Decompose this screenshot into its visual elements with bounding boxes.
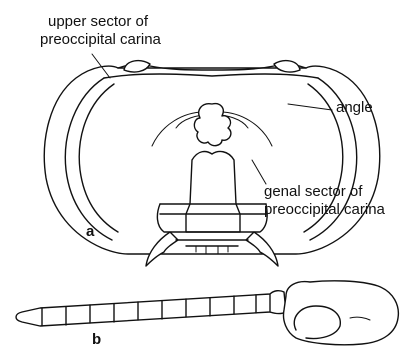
leader-angle (288, 104, 332, 110)
label-genal-sector-2: preoccipital carina (264, 201, 386, 218)
occipital-foramen (194, 104, 231, 146)
antenna-segments (42, 295, 256, 326)
antenna-flagellum-outline (16, 292, 282, 326)
right-mandible (246, 232, 278, 266)
label-upper-sector-2: preoccipital carina (40, 31, 162, 48)
head-posterior-view (44, 61, 379, 266)
label-angle: angle (336, 99, 373, 116)
labium (186, 152, 240, 232)
left-occipital-lobe (124, 61, 150, 72)
leader-genal-sector (252, 160, 266, 184)
antenna (16, 281, 398, 345)
upper-carina-line (104, 74, 318, 78)
left-carina-outer (65, 78, 112, 240)
antenna-scape (284, 281, 399, 345)
labial-palp-ticks (196, 246, 228, 254)
right-occipital-lobe (274, 61, 300, 72)
label-panel-a: a (86, 223, 95, 240)
mandible-bar (176, 240, 248, 246)
left-carina-inner (79, 84, 118, 232)
label-genal-sector-1: genal sector of (264, 183, 363, 200)
label-panel-b: b (92, 331, 101, 348)
left-mandible (146, 232, 178, 266)
label-upper-sector-1: upper sector of (48, 13, 149, 30)
